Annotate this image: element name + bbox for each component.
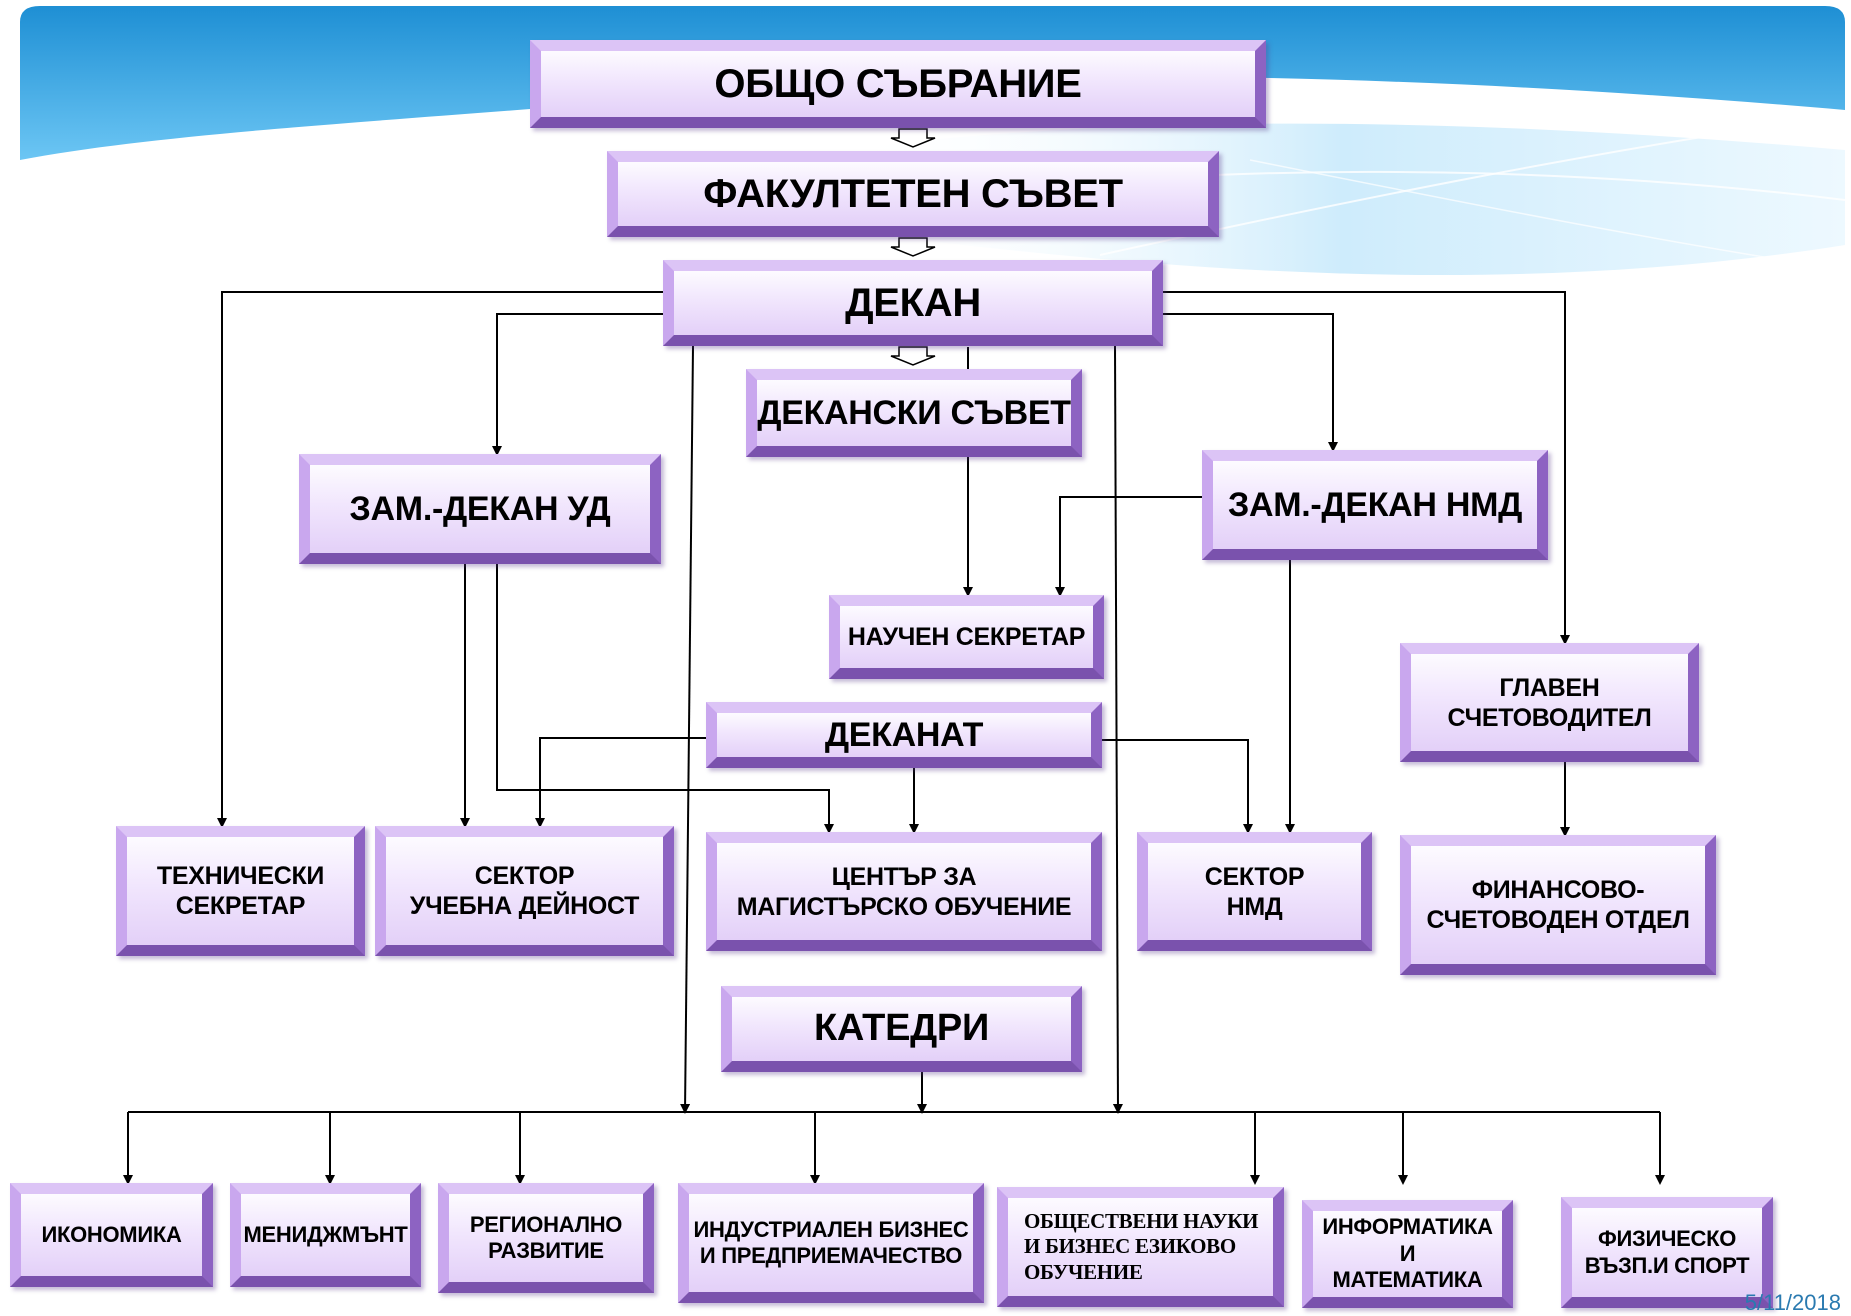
general-assembly-box: ОБЩО СЪБРАНИЕ [530, 40, 1266, 128]
block-arrow-dean-to-dean-council [890, 346, 936, 366]
slide-date: 5/11/2018 [1744, 1290, 1841, 1315]
department-physical-education: ФИЗИЧЕСКО ВЪЗП.И СПОРТ [1561, 1197, 1773, 1308]
department-informatics-math: ИНФОРМАТИКА И МАТЕМАТИКА [1302, 1200, 1513, 1308]
dean-box: ДЕКАН [663, 260, 1163, 346]
dean-council-box: ДЕКАНСКИ СЪВЕТ [746, 369, 1082, 457]
chief-accountant-box: ГЛАВЕН СЧЕТОВОДИТЕЛ [1400, 643, 1699, 762]
sector-nmd-box: СЕКТОР НМД [1137, 832, 1372, 951]
faculty-council-box: ФАКУЛТЕТЕН СЪВЕТ [607, 151, 1219, 237]
vice-dean-ud-box: ЗАМ.-ДЕКАН УД [299, 454, 661, 564]
deanery-box: ДЕКАНАТ [706, 702, 1102, 768]
link-deanery-to-sector-education [535, 737, 706, 828]
link-dean-to-vice-dean-ud [492, 313, 663, 456]
link-dean-to-chief-accountant [1163, 291, 1570, 645]
link-dean-left-to-departments [680, 345, 694, 1114]
department-management: МЕНИДЖМЪНТ [230, 1183, 421, 1287]
vice-dean-nmd-box: ЗАМ.-ДЕКАН НМД [1202, 450, 1548, 560]
technical-secretary-box: ТЕХНИЧЕСКИ СЕКРЕТАР [116, 826, 365, 956]
scientific-secretary-box: НАУЧЕН СЕКРЕТАР [829, 595, 1104, 679]
department-social-sciences: ОБЩЕСТВЕНИ НАУКИ И БИЗНЕС ЕЗИКОВО ОБУЧЕН… [997, 1187, 1284, 1307]
department-regional-development: РЕГИОНАЛНО РАЗВИТИЕ [438, 1183, 654, 1293]
sector-education-box: СЕКТОР УЧЕБНА ДЕЙНОСТ [375, 826, 674, 956]
block-arrow-assembly-to-council [890, 128, 936, 148]
masters-center-box: ЦЕНТЪР ЗА МАГИСТЪРСКО ОБУЧЕНИЕ [706, 832, 1102, 951]
department-economics: ИКОНОМИКА [10, 1183, 213, 1287]
link-deanery-to-sector-nmd [1102, 739, 1253, 834]
link-vice-dean-ud-to-masters-center [496, 564, 834, 834]
block-arrow-council-to-dean [890, 237, 936, 257]
link-vice-dean-nmd-to-secretary [1055, 496, 1202, 597]
department-industrial-business: ИНДУСТРИАЛЕН БИЗНЕС И ПРЕДПРИЕМАЧЕСТВО [678, 1183, 984, 1303]
finance-department-box: ФИНАНСОВО- СЧЕТОВОДЕН ОТДЕЛ [1400, 835, 1716, 975]
link-dean-right-to-departments [1112, 345, 1123, 1114]
link-dean-to-vice-dean-nmd [1163, 313, 1338, 452]
departments-header-box: КАТЕДРИ [721, 986, 1082, 1072]
link-dean-to-technical-secretary [217, 291, 663, 828]
